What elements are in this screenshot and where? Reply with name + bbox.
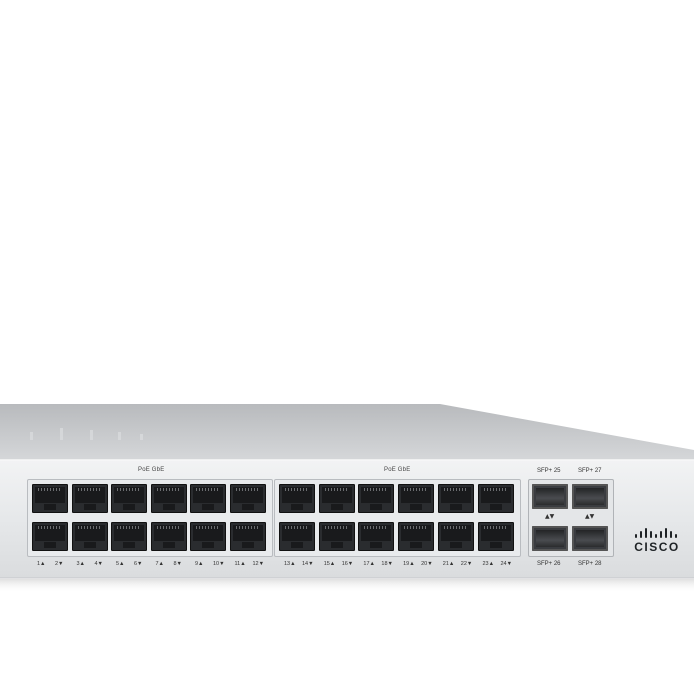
sfp-label-28: SFP+ 28 (578, 561, 602, 567)
rj45-port-10[interactable] (190, 522, 226, 551)
sfp-label-27: SFP+ 27 (578, 468, 602, 474)
port-pins (235, 526, 260, 529)
port-number-label: 16▼ (341, 561, 354, 567)
rj45-port-19[interactable] (398, 484, 435, 513)
poe-gbe-label-right: PoE GbE (384, 467, 411, 473)
rj45-port-18[interactable] (358, 522, 395, 551)
port-pins (483, 526, 508, 529)
port-number-label: 15▲ (323, 561, 336, 567)
port-pins (404, 526, 429, 529)
port-number-label: 6▼ (134, 561, 143, 567)
port-number-label: 23▲ (482, 561, 495, 567)
rj45-port-3[interactable] (71, 484, 108, 513)
rj45-port-7[interactable] (150, 484, 187, 513)
rj45-port-11[interactable] (229, 484, 266, 513)
brand-text: CISCO (634, 540, 680, 554)
port-pins (117, 488, 141, 491)
port-pins (443, 526, 468, 529)
sfp-arrow-icon: ▲▼ (585, 513, 595, 520)
rj45-port-14[interactable] (279, 522, 315, 551)
port-pins (156, 526, 181, 529)
port-pins (235, 488, 260, 491)
rj45-port-22[interactable] (437, 522, 474, 551)
chassis-top-surface (0, 404, 694, 462)
rj45-port-23[interactable] (477, 484, 514, 513)
port-pins (364, 488, 389, 491)
port-pins (156, 488, 181, 491)
port-pins (443, 488, 468, 491)
port-pins (364, 526, 389, 529)
port-number-label: 22▼ (460, 561, 473, 567)
port-number-label: 21▲ (442, 561, 455, 567)
sfp-port-25[interactable] (532, 484, 568, 509)
rj45-port-8[interactable] (150, 522, 187, 551)
rj45-port-21[interactable] (437, 484, 474, 513)
rj45-port-24[interactable] (477, 522, 514, 551)
port-pins (38, 526, 62, 529)
port-number-label: 24▼ (500, 561, 513, 567)
port-number-label: 1▲ (37, 561, 46, 567)
port-pins (285, 488, 309, 491)
port-pins (38, 488, 62, 491)
port-pins (196, 488, 220, 491)
rj45-port-9[interactable] (190, 484, 226, 513)
port-number-label: 19▲ (403, 561, 415, 567)
top-embossed-logo (30, 428, 143, 440)
sfp-label-25: SFP+ 25 (537, 468, 561, 474)
port-number-label: 17▲ (363, 561, 375, 567)
port-number-label: 7▲ (155, 561, 165, 567)
sfp-label-26: SFP+ 26 (537, 561, 561, 567)
port-pins (404, 488, 429, 491)
port-pins (285, 526, 309, 529)
sfp-port-27[interactable] (572, 484, 608, 509)
rj45-port-1[interactable] (32, 484, 68, 513)
port-number-label: 13▲ (284, 561, 296, 567)
port-number-label: 8▼ (173, 561, 183, 567)
port-pins (324, 488, 349, 491)
port-number-label: 2▼ (55, 561, 64, 567)
rj45-port-4[interactable] (71, 522, 108, 551)
port-pins (483, 488, 508, 491)
rj45-port-2[interactable] (32, 522, 68, 551)
rj45-port-15[interactable] (318, 484, 355, 513)
port-number-label: 9▲ (195, 561, 204, 567)
port-number-label: 20▼ (421, 561, 433, 567)
port-number-label: 11▲ (234, 561, 246, 567)
sfp-port-28[interactable] (572, 526, 608, 551)
port-pins (324, 526, 349, 529)
port-pins (77, 488, 102, 491)
sfp-arrow-icon: ▲▼ (545, 513, 555, 520)
port-number-label: 5▲ (116, 561, 125, 567)
cisco-logo: CISCO (630, 524, 684, 556)
rj45-port-6[interactable] (111, 522, 147, 551)
port-number-label: 14▼ (302, 561, 314, 567)
rj45-port-20[interactable] (398, 522, 435, 551)
rj45-port-16[interactable] (318, 522, 355, 551)
port-number-label: 12▼ (252, 561, 265, 567)
port-pins (117, 526, 141, 529)
rj45-port-13[interactable] (279, 484, 315, 513)
sfp-port-26[interactable] (532, 526, 568, 551)
port-number-label: 3▲ (76, 561, 86, 567)
poe-gbe-label-left: PoE GbE (138, 467, 165, 473)
port-number-label: 4▼ (94, 561, 104, 567)
rj45-port-5[interactable] (111, 484, 147, 513)
port-number-label: 10▼ (213, 561, 225, 567)
port-pins (77, 526, 102, 529)
rj45-port-17[interactable] (358, 484, 395, 513)
rj45-port-12[interactable] (229, 522, 266, 551)
port-pins (196, 526, 220, 529)
port-number-label: 18▼ (381, 561, 393, 567)
